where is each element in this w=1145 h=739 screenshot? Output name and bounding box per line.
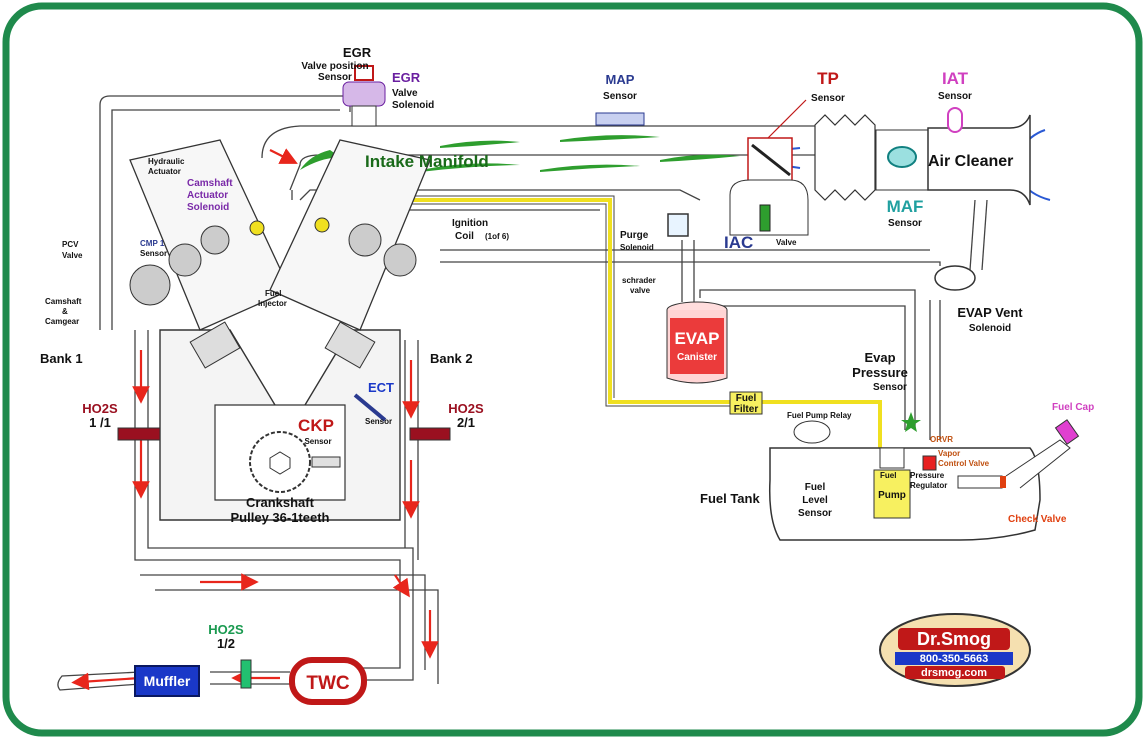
ect-sensor-label: Sensor [365,417,392,426]
camshaft-actuator-label-3: Solenoid [187,202,229,213]
coil-label: Coil [455,231,474,242]
fuel-level-label-1: Fuel [805,482,826,493]
map-label: MAP [606,72,635,87]
maf-sensor-icon [888,147,916,167]
muffler-label: Muffler [144,673,191,689]
check-valve-marker [1000,476,1006,488]
evap-pressure-label-2: Pressure [852,365,908,380]
vapor-label: Vapor [938,449,960,458]
vapor-control-valve-label: Control Valve [938,459,990,468]
logo-phone: 800-350-5663 [920,653,989,665]
air-cleaner-label: Air Cleaner [928,153,1013,170]
fuel-cap-label: Fuel Cap [1052,402,1094,413]
ho2s-1-2-sensor [241,660,251,688]
egr-solenoid-valve-label: Valve [392,88,418,99]
pressure-regulator-label-2: Regulator [910,481,947,490]
iat-sensor [948,108,962,132]
evap-vent-solenoid [935,266,975,290]
schrader-valve-label: valve [630,286,651,295]
actuator-label: Actuator [148,167,181,176]
ho2s-1-1-sensor [118,428,160,440]
hydraulic-label: Hydraulic [148,157,185,166]
ckp-sensor-label: Sensor [304,437,331,446]
ckp-label: CKP [298,416,334,435]
tp-sensor-label: Sensor [811,93,845,104]
ho2s-1-2-label: HO2S [208,622,244,637]
iac-label: IAC [724,233,753,252]
egr-valve-position-label: Valve position [301,61,368,72]
pulley-label: Pulley 36-1teeth [231,510,330,525]
ignition-label: Ignition [452,218,488,229]
egr-solenoid-label: EGR [392,70,421,85]
tp-label: TP [817,69,839,88]
logo-site: drsmog.com [921,667,987,679]
bank-1-label: Bank 1 [40,351,83,366]
intake-manifold-label: Intake Manifold [365,152,489,171]
purge-solenoid [668,214,688,236]
fuel-injector-label-1: Fuel [265,289,281,298]
orvr-label: ORVR [930,435,953,444]
fuel-level-label-2: Level [802,495,828,506]
evap-pressure-label-3: Sensor [873,382,907,393]
evap-vent-label: EVAP Vent [957,305,1023,320]
fuel-small-label: Fuel [880,471,896,480]
fuel-injector-label-2: Injector [258,299,287,308]
pcv-valve-label: Valve [62,251,83,260]
iac-valve-label: Valve [776,238,797,247]
ho2s-2-1-sensor [410,428,450,440]
map-sensor-label: Sensor [603,91,637,102]
ho2s-1-2-position-label: 1/2 [217,636,235,651]
fuel-level-label-3: Sensor [798,508,832,519]
iac-valve [760,205,770,231]
ho2s-1-1-label: HO2S [82,401,118,416]
pump-label: Pump [878,490,906,501]
logo-name: Dr.Smog [917,629,991,649]
crankshaft-label: Crankshaft [246,495,315,510]
fuel-tank-label: Fuel Tank [700,491,760,506]
evap-canister-label: Canister [677,352,717,363]
ho2s-2-1-label: HO2S [448,401,484,416]
iat-sensor-label: Sensor [938,91,972,102]
fuel-filter-label-2: Filter [734,404,759,415]
evap-canister-title: EVAP [674,329,719,348]
camshaft-actuator-label-2: Actuator [187,190,228,201]
evap-vent-solenoid-label: Solenoid [969,323,1011,334]
ho2s-1-1-position-label: 1 /1 [89,415,111,430]
cmp-sensor-label: Sensor [140,249,167,258]
pressure-regulator-label-1: Pressure [910,471,945,480]
egr-valve-position-sensor-label: Sensor [318,72,352,83]
bank-2-label: Bank 2 [430,351,473,366]
check-valve-label: Check Valve [1008,514,1067,525]
maf-label: MAF [887,197,924,216]
coil-note-label: (1of 6) [485,232,509,241]
cmp-label: CMP 1 [140,239,165,248]
camgear-label: Camgear [45,317,79,326]
camshaft-amp-label: & [62,307,68,316]
purge-label: Purge [620,230,649,241]
fuel-pump-relay-label: Fuel Pump Relay [787,411,852,420]
egr-solenoid-solenoid-label: Solenoid [392,100,434,111]
fuel-filter-label-1: Fuel [736,393,757,404]
twc-label: TWC [306,673,350,694]
fuel-pump-relay [794,421,830,443]
schrader-label: schrader [622,276,656,285]
vapor-control-valve [923,456,936,470]
evap-pressure-label-1: Evap [864,350,895,365]
maf-sensor-label: Sensor [888,218,922,229]
map-sensor [596,113,644,125]
iat-label: IAT [942,69,969,88]
pcv-label: PCV [62,240,79,249]
egr-label: EGR [343,45,372,60]
intake-bellows [815,115,875,200]
camshaft-actuator-label-1: Camshaft [187,178,233,189]
throttle-plate-icon [748,138,792,182]
ect-label: ECT [368,380,394,395]
camshaft-label: Camshaft [45,297,82,306]
purge-solenoid-label: Solenoid [620,243,654,252]
ho2s-2-1-position-label: 2/1 [457,415,475,430]
